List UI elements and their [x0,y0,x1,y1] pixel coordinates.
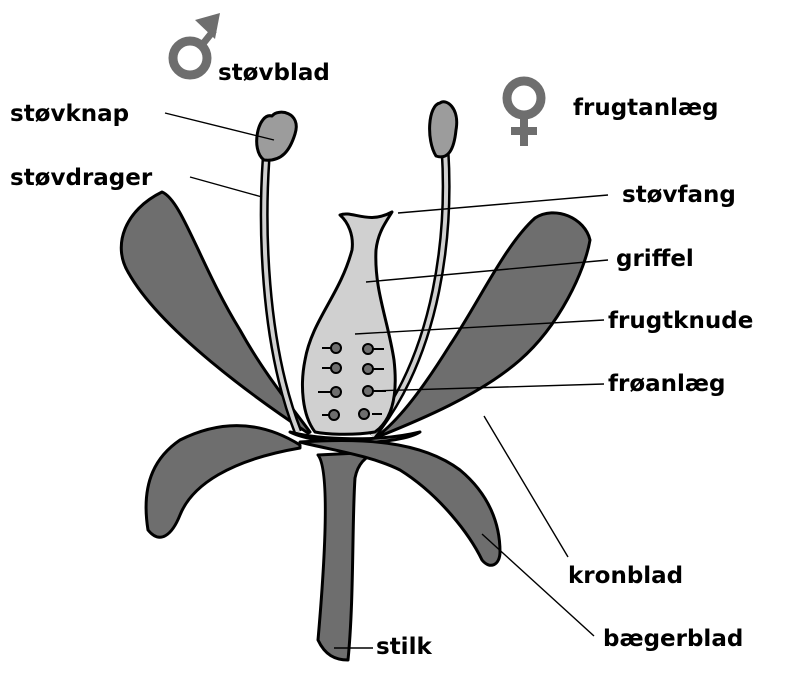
label-style: griffel [616,248,694,271]
label-stigma: støvfang [622,184,736,207]
label-petal: kronblad [568,565,683,588]
female-symbol-icon [507,81,541,146]
label-filament: støvdrager [10,167,152,190]
label-anther: støvknap [10,103,129,126]
pistil [302,212,395,434]
petal-right [375,213,590,438]
anther-left [257,112,297,160]
label-sepal: bægerblad [603,628,743,651]
anther-right [430,102,457,157]
male-symbol-icon [173,13,220,75]
stem [318,452,378,660]
label-stamen: støvblad [218,62,330,85]
label-pistil: frugtanlæg [573,97,719,120]
sepal-left [146,426,300,538]
label-ovule: frøanlæg [608,373,726,396]
label-ovary: frugtknude [608,310,753,333]
label-stem: stilk [376,636,432,659]
